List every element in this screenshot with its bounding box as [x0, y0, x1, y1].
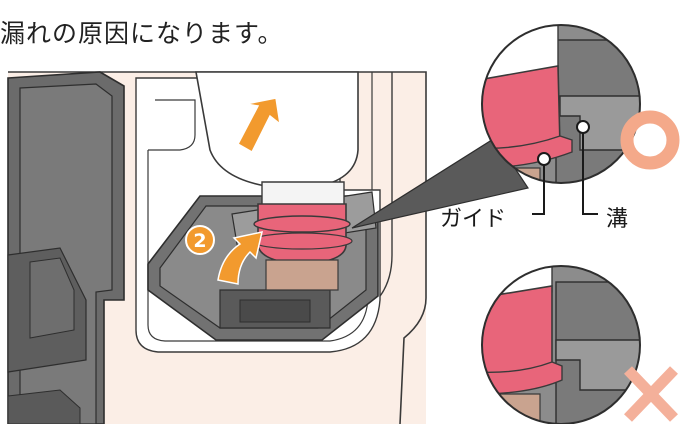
step-2-badge-icon: 2: [185, 225, 215, 255]
detail-circle-wrong: [481, 265, 641, 424]
leader-lines: [532, 120, 598, 215]
printer-illustration: 2: [7, 71, 427, 424]
step-number: 2: [193, 230, 206, 252]
ink-bottle: [195, 71, 359, 291]
up-arrow-icon: [236, 97, 282, 154]
label-guide: ガイド: [440, 207, 507, 232]
up-arrow-icon: [217, 231, 263, 285]
printer-cover-left: [7, 71, 125, 424]
label-groove: 溝: [606, 207, 629, 232]
caption-text: 漏れの原因になります。: [0, 19, 284, 48]
detail-circle-correct: [481, 24, 641, 184]
wrong-cross-icon: [624, 366, 678, 422]
correct-circle-icon: [620, 110, 680, 170]
